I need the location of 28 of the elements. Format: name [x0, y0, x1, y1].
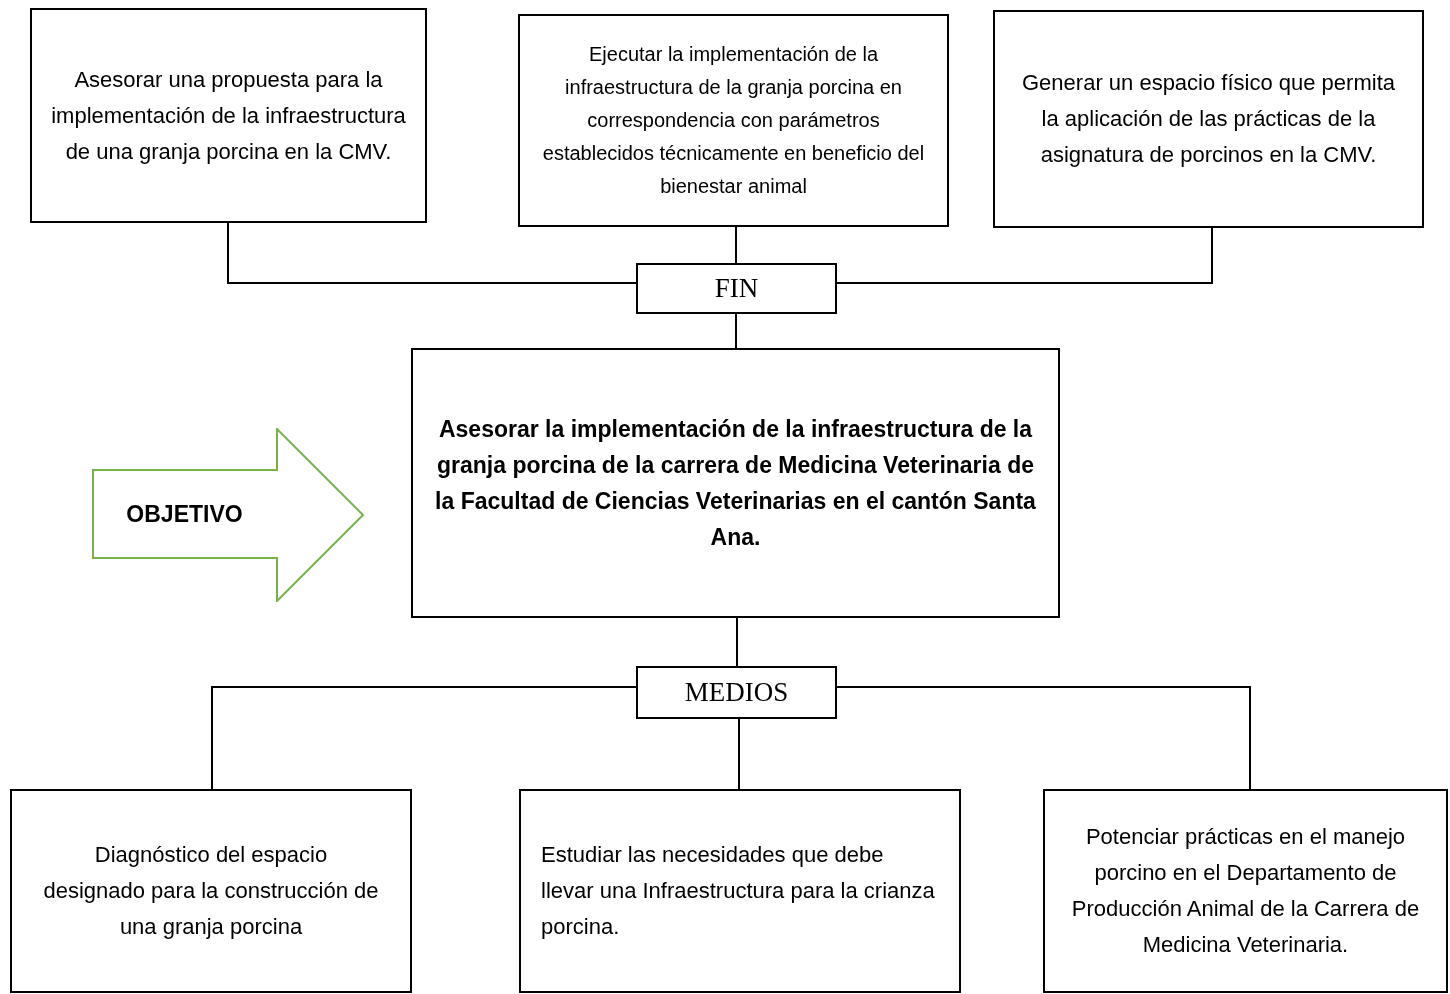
connector-line: [836, 686, 1251, 790]
node-text: Asesorar una propuesta para la implementación de la infraestructura de una granja porcina en la CMV.: [50, 65, 407, 166]
node-text: Diagnóstico del espacio designado para la construcción de una granja porcina: [42, 841, 380, 941]
node-text: MEDIOS: [684, 675, 789, 709]
text-box: [10, 789, 412, 993]
connector-line: [836, 227, 1213, 284]
label-box: [636, 263, 837, 314]
text-box: [1043, 789, 1448, 993]
connector-line: [736, 617, 738, 667]
text-box: [30, 8, 427, 223]
text-box: [993, 10, 1424, 228]
connector-line: [738, 718, 740, 790]
connector-line: [735, 313, 737, 349]
node-text: Potenciar prácticas en el manejo porcino en el Departamento de Producción Animal de la Carrera de Medicina Veterinaria.: [1070, 823, 1421, 959]
connector-line: [227, 222, 637, 284]
connector-line: [211, 686, 637, 790]
node-text: FIN: [714, 271, 759, 305]
node-text: Estudiar las necesidades que debe llevar una Infraestructura para la crianza porcina.: [540, 841, 936, 941]
node-text: Asesorar la implementación de la infraestructura de la granja porcina de la carrera de Medicina Veterinaria de la Facultad de Ciencias Veterinarias en el cantón Santa Ana.: [434, 415, 1037, 552]
text-box: [519, 789, 961, 993]
text-box: [518, 14, 949, 227]
label-box: [636, 666, 837, 719]
node-text: Ejecutar la implementación de la infraestructura de la granja porcina en correspondencia con parámetros establecidos técnicamente en beneficio del bienestar animal: [541, 42, 926, 199]
block-arrow: [92, 428, 365, 602]
text-box: [411, 348, 1060, 618]
node-text: OBJETIVO: [125, 500, 244, 530]
connector-line: [735, 226, 737, 264]
node-text: Generar un espacio físico que permita la aplicación de las prácticas de la asignatura de porcinos en la CMV.: [1021, 69, 1396, 169]
